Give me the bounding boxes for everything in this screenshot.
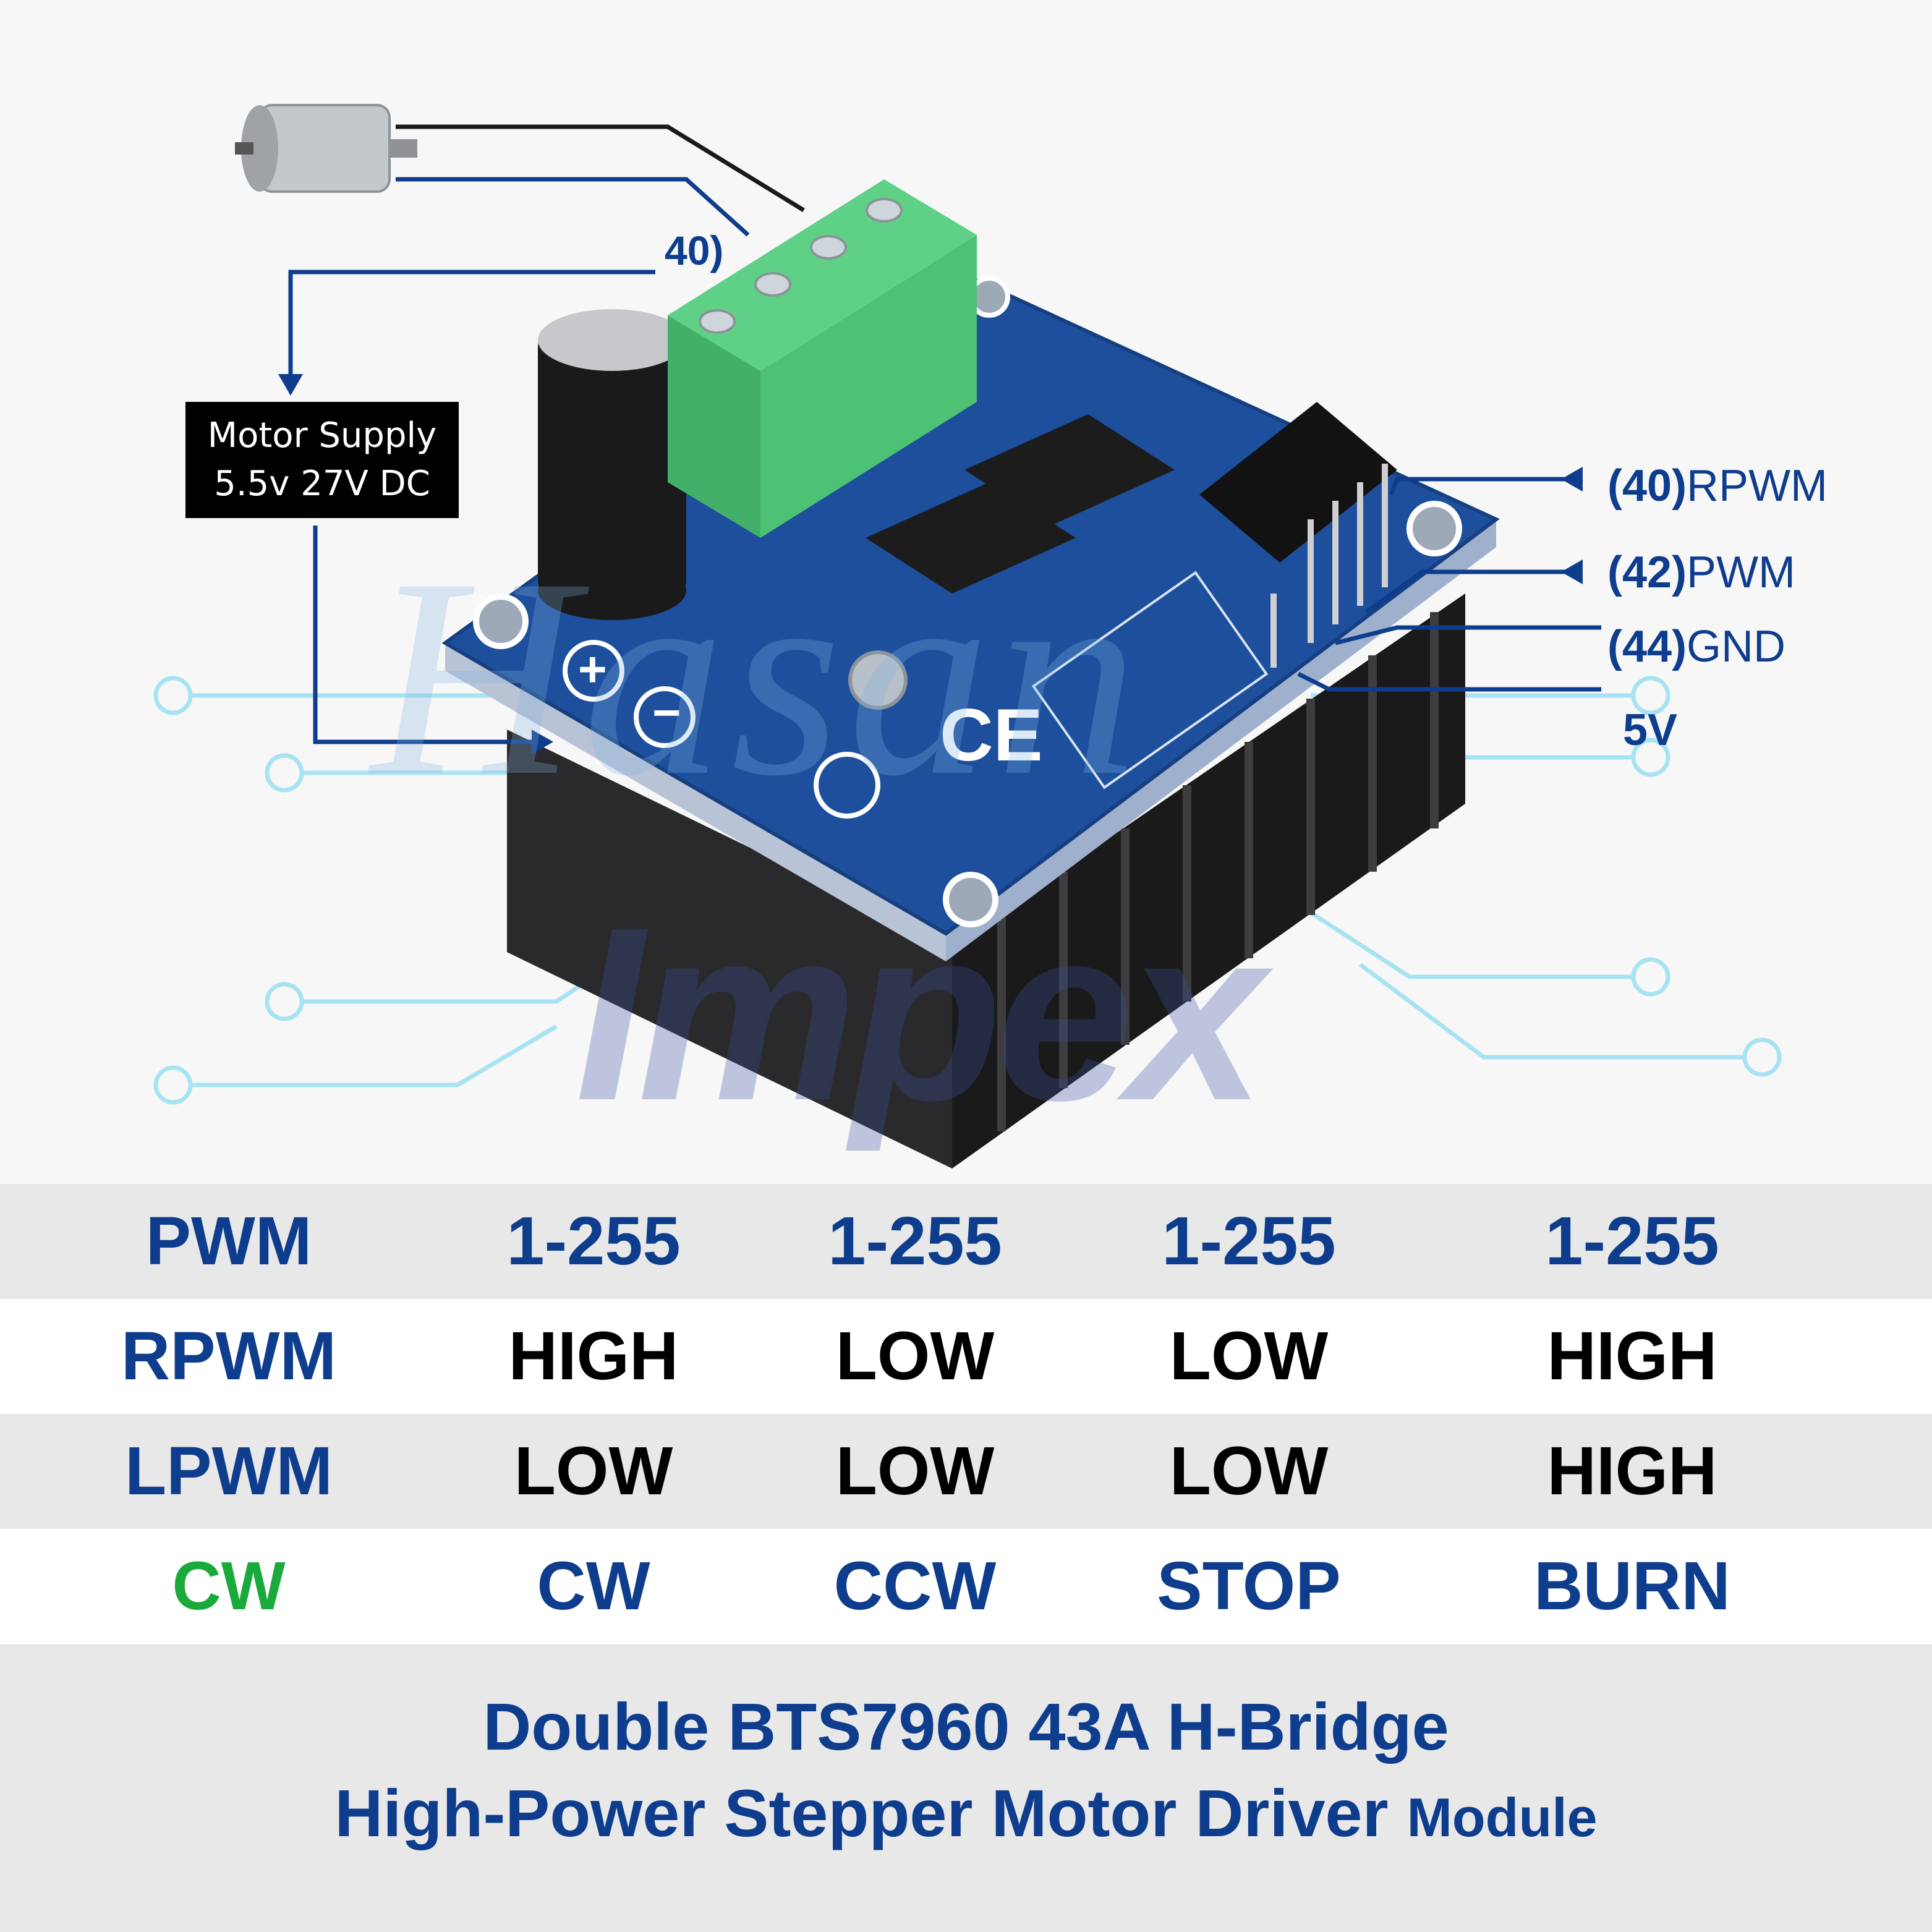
table-row-pwm: PWM 1-255 1-255 1-255 1-255 [0, 1184, 1932, 1299]
pin-label-5v: 5V [1623, 708, 1677, 752]
table-row-rpwm: RPWM HIGH LOW LOW HIGH [0, 1299, 1932, 1414]
pin-name: GND [1687, 622, 1786, 671]
table-cell: LOW [1169, 1318, 1329, 1394]
svg-text:−: − [652, 685, 681, 740]
motor-supply-box: Motor Supply 5.5v 27V DC [185, 402, 459, 518]
table-cell: 1-255 [506, 1203, 681, 1279]
capacitor [538, 309, 686, 620]
pin-name: PWM [1687, 548, 1796, 597]
table-cell: 1-255 [1162, 1203, 1336, 1279]
svg-text:CE: CE [940, 694, 1043, 777]
table-cell: 1-255 [1545, 1203, 1719, 1279]
pin-label-gnd: (44)GND [1607, 624, 1785, 669]
truth-table: PWM 1-255 1-255 1-255 1-255 RPWM HIGH LO… [0, 1184, 1932, 1644]
product-title-line-2: High-Power Stepper Motor Driver Module [0, 1774, 1932, 1852]
pin-number: (42) [1607, 548, 1687, 597]
row-label: PWM [145, 1203, 312, 1279]
table-cell: CW [537, 1548, 650, 1624]
pin-number: (40) [1607, 461, 1687, 511]
svg-text:+: + [578, 642, 607, 697]
row-label: CW [172, 1548, 286, 1624]
motor-pin-label: 40) [665, 228, 724, 273]
table-cell: 1-255 [828, 1203, 1002, 1279]
watermark-line-2: Impex [575, 875, 1265, 1152]
terminal-block [668, 179, 977, 538]
heatsink [507, 594, 1465, 1168]
product-diagram: + − CE [153, 104, 1828, 1168]
driver-chips [848, 402, 1397, 710]
table-row-direction: CW CW CCW STOP BURN [0, 1529, 1932, 1644]
supply-line-2: 5.5v 27V DC [214, 464, 430, 504]
watermark-line-1: Hasan [371, 519, 1145, 835]
pin-number: (44) [1607, 622, 1687, 671]
pin-label-pwm: (42)PWM [1607, 550, 1795, 595]
title-main: High-Power Stepper Motor Driver [334, 1776, 1389, 1850]
circuit-traces [153, 676, 1782, 1105]
table-cell: HIGH [508, 1318, 679, 1394]
wires [278, 124, 1601, 754]
table-cell: HIGH [1547, 1318, 1717, 1394]
table-cell: LOW [835, 1433, 995, 1509]
pin-name: RPWM [1687, 461, 1828, 511]
product-title-line-1: Double BTS7960 43A H-Bridge [483, 1689, 1449, 1764]
table-cell: LOW [1169, 1433, 1329, 1509]
title-suffix: Module [1406, 1787, 1598, 1848]
table-cell: LOW [514, 1433, 673, 1509]
product-title-footer: Double BTS7960 43A H-Bridge High-Power S… [0, 1645, 1932, 1932]
pin-label-rpwm: (40)RPWM [1607, 464, 1828, 508]
table-cell: LOW [835, 1318, 995, 1394]
row-label: RPWM [121, 1318, 337, 1394]
table-cell: CCW [833, 1548, 997, 1624]
table-row-lpwm: LPWM LOW LOW LOW HIGH [0, 1414, 1932, 1529]
table-cell: BURN [1534, 1548, 1730, 1624]
supply-line-1: Motor Supply [207, 415, 437, 456]
motor [235, 104, 417, 193]
table-cell: HIGH [1547, 1433, 1717, 1509]
product-illustration: + − CE [153, 104, 1782, 1168]
table-cell: STOP [1157, 1548, 1341, 1624]
row-label: LPWM [124, 1433, 333, 1509]
pin-name: 5V [1623, 705, 1678, 755]
pcb-board: + − CE [441, 270, 1500, 961]
